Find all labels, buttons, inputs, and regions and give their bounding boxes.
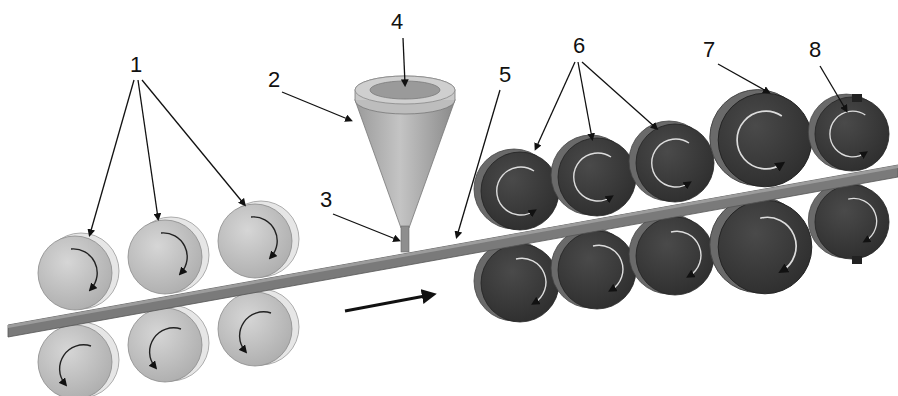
powder-hopper (355, 76, 455, 252)
callout-number: 4 (391, 11, 403, 33)
metal-strip (8, 165, 898, 337)
direction-arrow (345, 296, 425, 311)
callout-number: 2 (268, 69, 280, 91)
callout-number: 3 (320, 189, 332, 211)
callout-number: 6 (573, 35, 585, 57)
callout-number: 1 (130, 54, 142, 76)
callout-number: 5 (499, 64, 511, 86)
callout-number: 7 (703, 39, 715, 61)
leader-lines (90, 38, 846, 240)
callout-number: 8 (809, 39, 821, 61)
